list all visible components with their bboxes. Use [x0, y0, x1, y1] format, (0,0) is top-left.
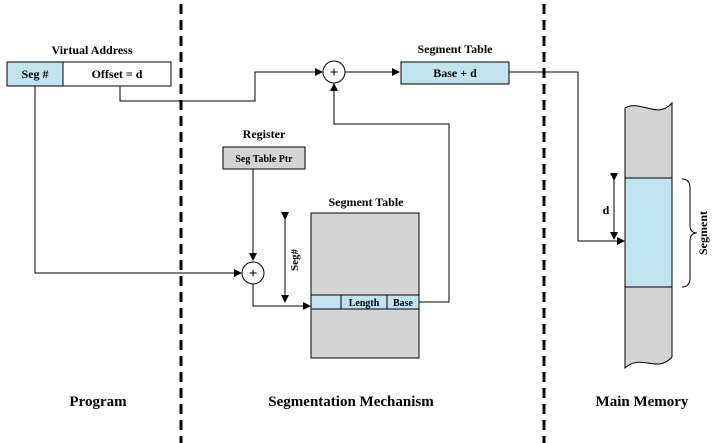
offset-d-label: d	[603, 203, 610, 217]
virtual-address-title: Virtual Address	[51, 43, 132, 57]
top-adder-sign: +	[330, 65, 339, 81]
offset-label: Offset = d	[92, 67, 143, 81]
seg-number-to-adder-arrow	[34, 86, 242, 277]
seg-index-label: Seg#	[289, 249, 301, 272]
seg-table-ptr-label: Seg Table Ptr	[235, 154, 293, 165]
seg-number-field	[6, 61, 64, 87]
memory-region-label: Main Memory	[596, 394, 689, 410]
segment-table-main-title: Segment Table	[328, 195, 404, 209]
base-to-adder-arrow	[330, 83, 450, 303]
segment-brace	[681, 178, 698, 288]
program-region-label: Program	[69, 394, 127, 410]
mechanism-region-label: Segmentation Mechanism	[268, 394, 434, 410]
segment-table-top-title: Segment Table	[417, 42, 493, 56]
offset-to-adder-arrow	[119, 68, 323, 102]
seg-number-label: Seg #	[22, 67, 49, 81]
offset-field	[62, 61, 172, 87]
bottom-adder-sign: +	[249, 266, 258, 282]
base-plus-d-entry	[400, 61, 510, 85]
length-column-label: Length	[349, 298, 380, 309]
base-plus-d-label: Base + d	[433, 66, 477, 80]
segment-region	[624, 177, 673, 288]
segment-table-main	[310, 212, 420, 359]
base-column-label: Base	[393, 298, 414, 309]
segment-label: Segment	[696, 211, 710, 255]
address-to-memory-arrow	[509, 71, 625, 245]
seg-table-ptr-register	[222, 146, 306, 170]
register-title: Register	[243, 127, 286, 141]
adder-to-table-arrow	[252, 284, 311, 310]
